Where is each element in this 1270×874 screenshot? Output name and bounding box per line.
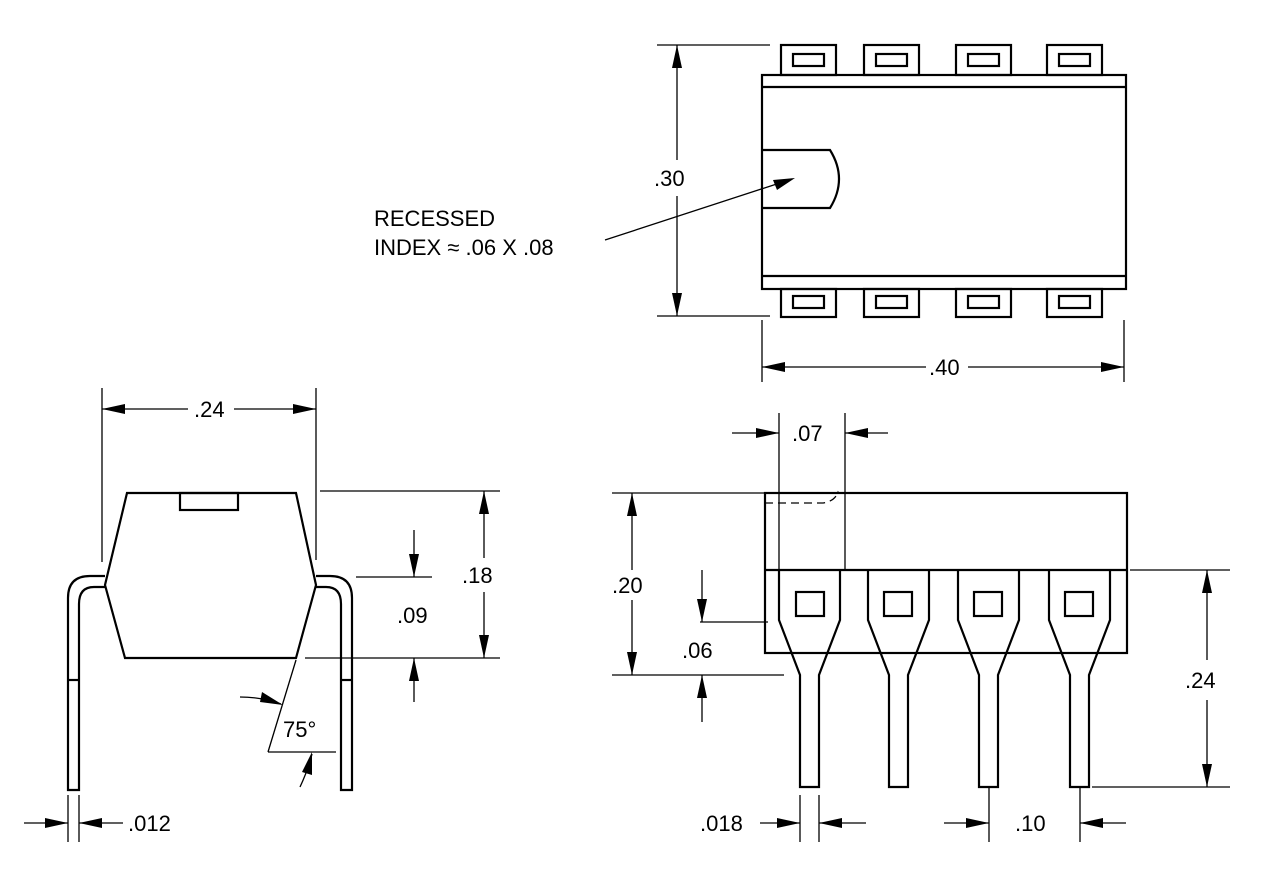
- dim-side-standoff: .06: [682, 570, 768, 722]
- side-offset-label: .07: [792, 421, 823, 446]
- top-height-label: .30: [654, 166, 685, 191]
- side-standoff-label: .06: [682, 638, 713, 663]
- top-view-pins-lower: [779, 287, 1104, 319]
- dim-end-lead-thickness: .012: [24, 795, 171, 842]
- end-view: .24 .18 .09 75°: [24, 388, 500, 842]
- recessed-label-line2: INDEX ≈ .06 X .08: [374, 235, 554, 260]
- side-lead-length-label: .24: [1185, 668, 1216, 693]
- dim-end-width: .24: [101, 388, 317, 562]
- top-length-label: .40: [929, 355, 960, 380]
- end-height-label: .18: [462, 563, 493, 588]
- side-view-leads: [777, 570, 1112, 789]
- recessed-index-callout: RECESSED INDEX ≈ .06 X .08: [374, 178, 795, 260]
- top-view-pins-upper: [779, 43, 1104, 77]
- side-pitch-label: .10: [1015, 811, 1046, 836]
- dim-end-height: .18: [305, 490, 500, 659]
- side-view: .07 .20 .06 .24: [612, 413, 1230, 842]
- end-view-index: [178, 491, 240, 512]
- end-view-left-lead: [66, 574, 105, 792]
- top-view: .30 .40 RECESSED INDEX ≈ .06 X .08: [374, 43, 1128, 382]
- side-body-height-label: .20: [612, 573, 643, 598]
- dim-end-lead-bend: .09: [356, 530, 432, 702]
- dim-side-lead-width: .018: [700, 795, 866, 842]
- recessed-index-notch: [762, 148, 840, 210]
- end-lead-bend-label: .09: [397, 603, 428, 628]
- dim-side-pitch: .10: [944, 787, 1126, 842]
- end-angle-label: 75°: [283, 717, 316, 742]
- top-view-body: [760, 73, 1128, 291]
- dim-side-body-height: .20: [612, 492, 784, 676]
- dim-side-lead-length: .24: [1092, 569, 1230, 788]
- end-view-body: [103, 491, 318, 660]
- side-view-body: [763, 491, 1129, 655]
- dim-side-offset: .07: [732, 413, 888, 570]
- side-lead-width-label: .018: [700, 811, 743, 836]
- end-view-right-lead: [316, 574, 354, 792]
- dim-top-height: .30: [654, 44, 770, 317]
- end-lead-thickness-label: .012: [128, 811, 171, 836]
- recessed-label-line1: RECESSED: [374, 206, 495, 231]
- dim-top-length: .40: [761, 320, 1125, 382]
- end-width-label: .24: [194, 397, 225, 422]
- side-view-index-dashed: [765, 490, 839, 504]
- dim-end-angle: 75°: [239, 659, 336, 788]
